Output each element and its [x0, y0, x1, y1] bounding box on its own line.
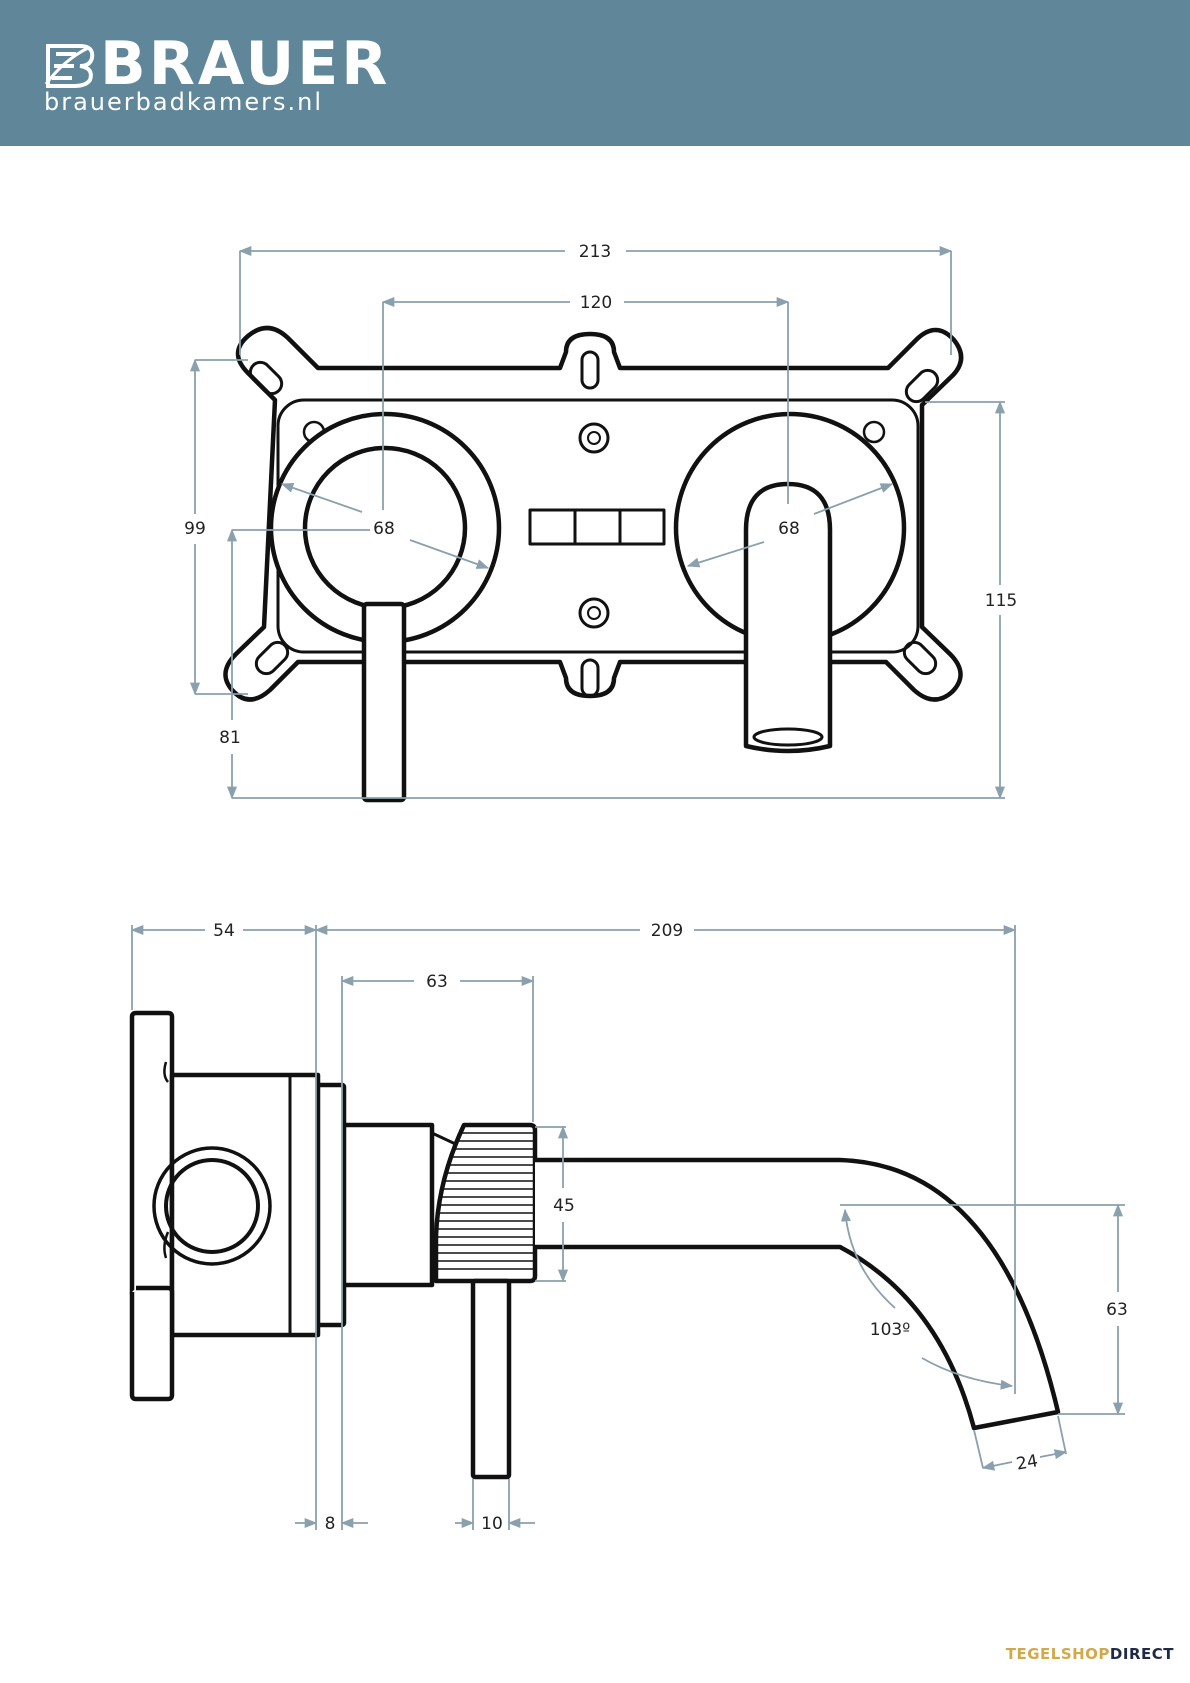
- dim-handle-diameter: 68: [373, 519, 395, 539]
- side-dimensions: [130, 924, 1125, 1530]
- brauer-logo-mark-icon: [44, 44, 95, 88]
- website-url: brauerbadkamers.nl: [44, 88, 324, 116]
- side-view: [129, 1010, 1061, 1480]
- dim-bend-angle: 103º: [870, 1320, 910, 1340]
- brauer-logo[interactable]: BRAUER brauerbadkamers.nl: [44, 32, 387, 116]
- side-dimension-labels: 54 209 63 45 63 103º 24 8 10: [213, 921, 1128, 1534]
- footer-logo-part-1: TEGELSHOP: [1005, 1645, 1110, 1663]
- front-dimension-labels: 213 120 68 68 99 81 115: [184, 242, 1017, 748]
- handle-rosette: [268, 411, 502, 803]
- front-dimensions: [189, 245, 1006, 800]
- front-view: [223, 325, 964, 803]
- dim-overall-width: 213: [579, 242, 611, 262]
- dim-plate-height: 99: [184, 519, 206, 539]
- handle-ribs: [437, 1132, 533, 1270]
- dim-cover-gap: 8: [325, 1514, 336, 1534]
- dim-box-depth: 54: [213, 921, 235, 941]
- dim-outlet-width: 24: [1015, 1451, 1040, 1474]
- dim-spout-diameter: 68: [778, 519, 800, 539]
- footer-logo-part-2: DIRECT: [1109, 1645, 1174, 1663]
- dim-total-height: 115: [985, 591, 1017, 611]
- header-bar: BRAUER brauerbadkamers.nl: [0, 0, 1190, 146]
- spout-rosette: [673, 411, 907, 754]
- technical-drawing: 213 120 68 68 99 81 115: [129, 242, 1128, 1534]
- dim-handle-height: 45: [553, 1196, 575, 1216]
- dim-lever-width: 10: [481, 1514, 503, 1534]
- brand-name: BRAUER: [100, 29, 391, 99]
- tegelshopdirect-logo[interactable]: TEGELSHOPDIRECT: [1006, 1645, 1174, 1663]
- dim-spout-drop: 63: [1106, 1300, 1128, 1320]
- dim-projection: 209: [651, 921, 683, 941]
- dim-handle-drop: 81: [219, 728, 241, 748]
- dim-handle-offset: 63: [426, 972, 448, 992]
- dim-center-distance: 120: [580, 293, 612, 313]
